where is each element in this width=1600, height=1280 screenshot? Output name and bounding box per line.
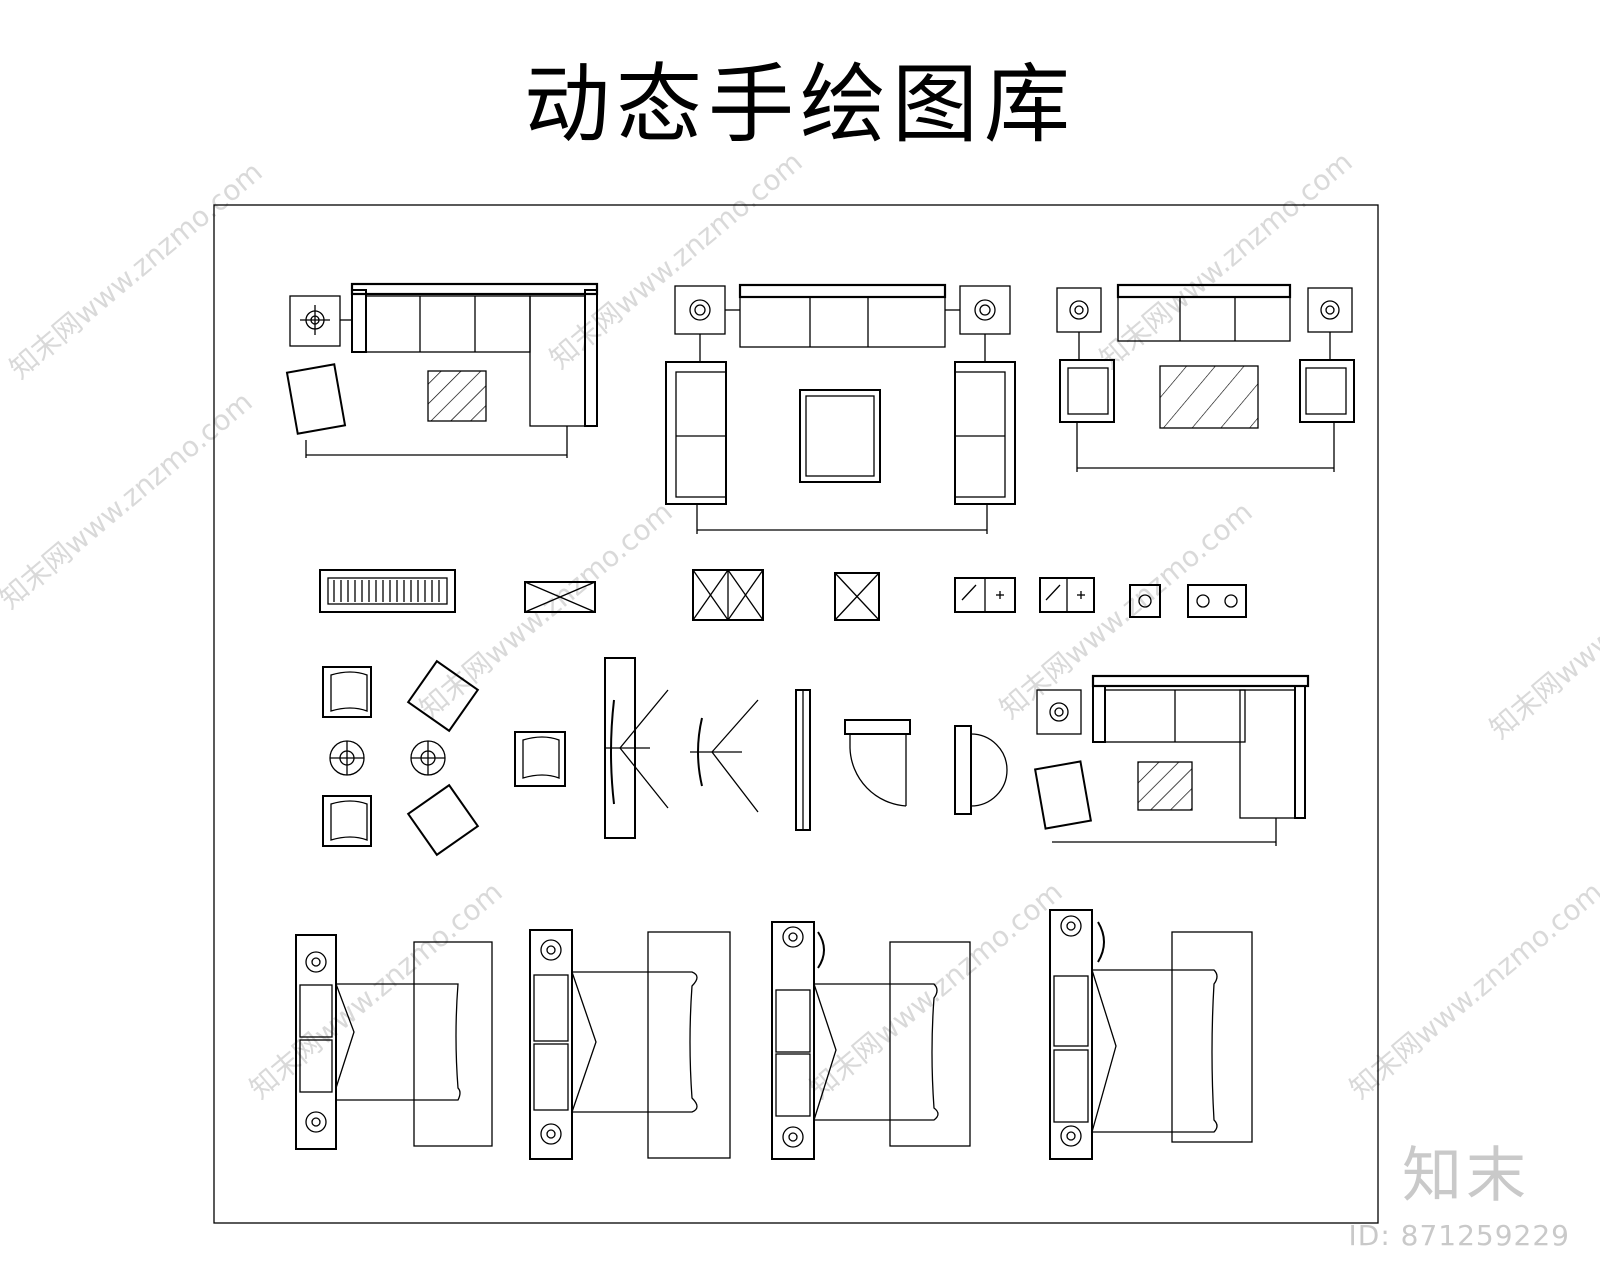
armchair-group xyxy=(322,659,480,857)
watermark-text: 知末网www.znzmo.com xyxy=(803,875,1068,1105)
watermark-text: 知末网www.znzmo.com xyxy=(243,875,508,1105)
watermark-text: 知末网www.znzmo.com xyxy=(1483,515,1600,745)
watermark-text: 知末网www.znzmo.com xyxy=(3,155,268,385)
door-sliding xyxy=(604,657,669,839)
armchair xyxy=(514,731,566,787)
watermark-text: 知末网www.znzmo.com xyxy=(413,495,678,725)
sofa-set-symmetric xyxy=(665,283,1016,534)
watermark-text: 知末网www.znzmo.com xyxy=(543,145,808,375)
door-swing xyxy=(844,719,911,807)
bed-2 xyxy=(529,929,731,1160)
watermark-logo: 知末 xyxy=(1402,1141,1530,1211)
watermark-layer: 知末网www.znzmo.com 知末网www.znzmo.com 知末网www… xyxy=(0,145,1600,1105)
door-swing-wide xyxy=(690,699,759,813)
sofa-set-corner-top-left xyxy=(285,282,599,458)
stove-single xyxy=(1129,584,1161,618)
stove-double xyxy=(1187,584,1247,618)
cabinet-double xyxy=(692,569,764,621)
cabinet-single xyxy=(834,572,880,621)
watermark-text: 知末网www.znzmo.com xyxy=(1343,875,1600,1105)
sofa-set-armchairs xyxy=(1056,283,1355,472)
door-jamb xyxy=(795,689,811,831)
door-double-small xyxy=(954,725,1008,815)
watermark-text: 知末网www.znzmo.com xyxy=(993,495,1258,725)
bed-3 xyxy=(771,921,971,1160)
window-single xyxy=(524,581,596,613)
sink-double xyxy=(954,577,1016,613)
bed-4 xyxy=(1049,909,1253,1160)
watermark-image-id: ID: 871259229 xyxy=(1348,1219,1570,1252)
sofa-set-corner xyxy=(1033,674,1310,846)
page-title: 动态手绘图库 xyxy=(524,55,1076,155)
drawing-frame xyxy=(213,204,1379,1224)
watermark-text: 知末网www.znzmo.com xyxy=(0,385,259,615)
sink-double-small xyxy=(1039,577,1095,613)
bed-1 xyxy=(295,934,493,1150)
radiator xyxy=(319,569,456,613)
